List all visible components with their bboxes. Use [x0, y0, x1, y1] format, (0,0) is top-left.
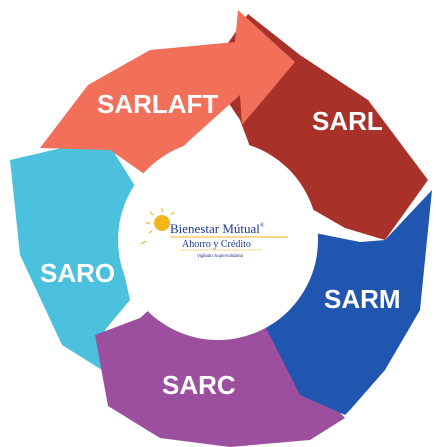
logo-name: Bienestar Mútual® [170, 221, 265, 236]
sun-icon [140, 208, 175, 245]
logo-registered-mark: ® [260, 222, 265, 229]
sarlaft-label: SARLAFT [97, 89, 218, 119]
sarlaft-segment [40, 10, 295, 178]
logo-tagline: Ahorro y Crédito [182, 239, 251, 250]
sarm-label: SARM [324, 284, 401, 314]
saro-label: SARO [40, 258, 115, 288]
sarc-label: SARC [162, 370, 236, 400]
sarl-label: SARL [312, 106, 383, 136]
center-hub [118, 140, 318, 340]
saro-segment [10, 138, 150, 380]
sarc-segment [95, 300, 345, 447]
logo-supervision: Vigilado Supersolidaria [197, 253, 243, 258]
